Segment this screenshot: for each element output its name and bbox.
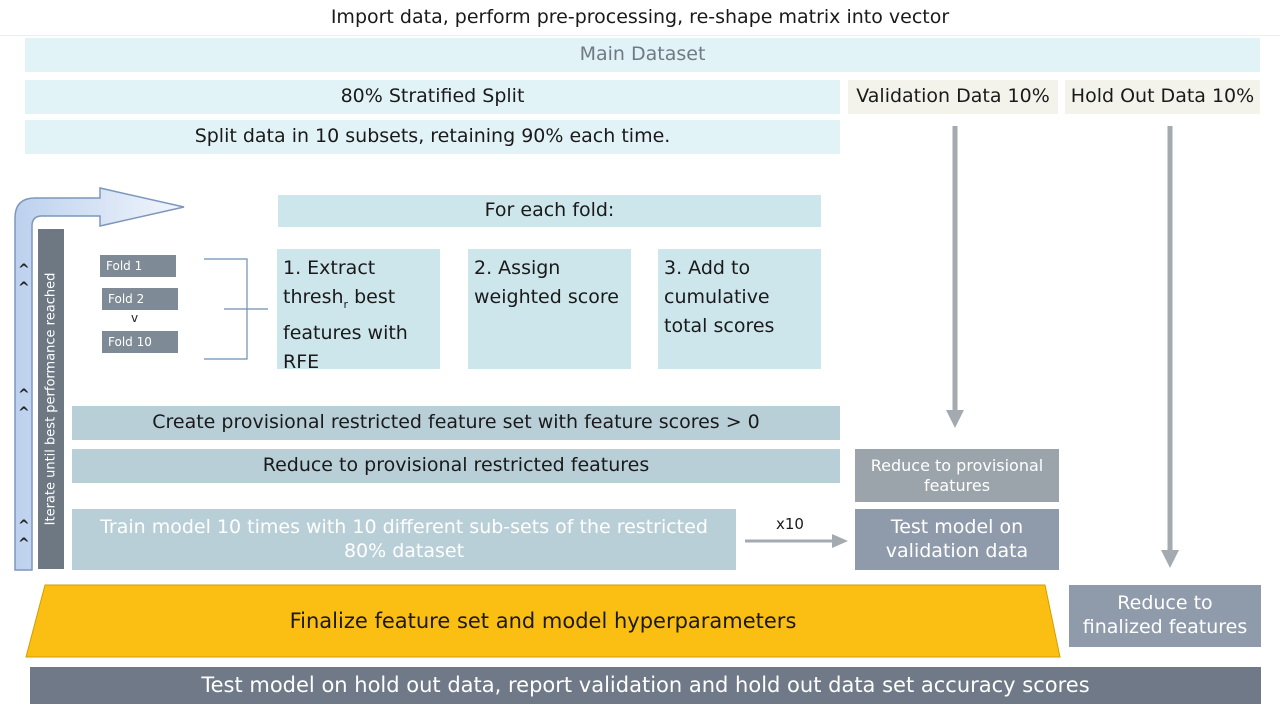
reduce-provisional-validation-box: Reduce to provisional features <box>855 449 1059 502</box>
finalize-label: Finalize feature set and model hyperpara… <box>289 608 797 633</box>
step-assign-score: 2. Assign weighted score <box>468 249 631 369</box>
step2-line2: weighted score <box>474 286 619 308</box>
caret-5: ^ <box>18 518 30 534</box>
reduce-provisional-box: Reduce to provisional restricted feature… <box>72 449 840 483</box>
step-add-cumulative: 3. Add to cumulative total scores <box>658 249 821 369</box>
x10-arrow-head <box>832 534 848 548</box>
validation-data-box: Validation Data 10% <box>848 80 1058 114</box>
holdout-data-box: Hold Out Data 10% <box>1065 80 1260 114</box>
train-model-box: Train model 10 times with 10 different s… <box>72 509 736 570</box>
page-title: Import data, perform pre-processing, re-… <box>0 0 1280 36</box>
step1-line4: RFE <box>283 350 320 373</box>
validation-arrow-head <box>946 410 964 428</box>
caret-6: ^ <box>18 536 30 552</box>
fold-ellipsis: v <box>131 311 139 325</box>
caret-2: ^ <box>18 280 30 296</box>
test-holdout-box: Test model on hold out data, report vali… <box>30 667 1261 704</box>
finalize-trapezoid <box>25 584 1061 658</box>
main-dataset-box: Main Dataset <box>25 38 1260 72</box>
for-each-fold-box: For each fold: <box>278 195 821 227</box>
fold-bracket <box>204 258 268 360</box>
caret-3: ^ <box>18 387 30 403</box>
iterate-bar: Iterate until best performance reached <box>38 229 64 569</box>
fold-2: Fold 2 <box>102 288 178 310</box>
test-validation-box: Test model on validation data <box>855 509 1059 570</box>
step2-line1: 2. Assign <box>474 257 561 279</box>
step3-line1: 3. Add to <box>664 257 751 279</box>
holdout-arrow-head <box>1161 550 1179 568</box>
iterate-label: Iterate until best performance reached <box>43 272 59 526</box>
provisional-set-box: Create provisional restricted feature se… <box>72 406 840 440</box>
caret-1: ^ <box>18 262 30 278</box>
step3-line3: total scores <box>664 315 775 337</box>
caret-4: ^ <box>18 405 30 421</box>
iterate-loop-arrow <box>14 187 185 571</box>
stratified-split-box: 80% Stratified Split <box>25 80 840 114</box>
step1-line1: 1. Extract <box>283 257 376 279</box>
step1-line2: threshr best <box>283 286 396 311</box>
fold-10: Fold 10 <box>102 331 178 353</box>
split-subsets-box: Split data in 10 subsets, retaining 90% … <box>25 120 840 154</box>
fold-1: Fold 1 <box>100 255 176 277</box>
step-extract-rfe: 1. Extract threshr best features with RF… <box>277 249 440 373</box>
step3-line2: cumulative <box>664 286 770 308</box>
reduce-finalized-box: Reduce to finalized features <box>1069 585 1261 647</box>
x10-label: x10 <box>776 515 804 533</box>
step1-line3: features with <box>283 321 408 344</box>
